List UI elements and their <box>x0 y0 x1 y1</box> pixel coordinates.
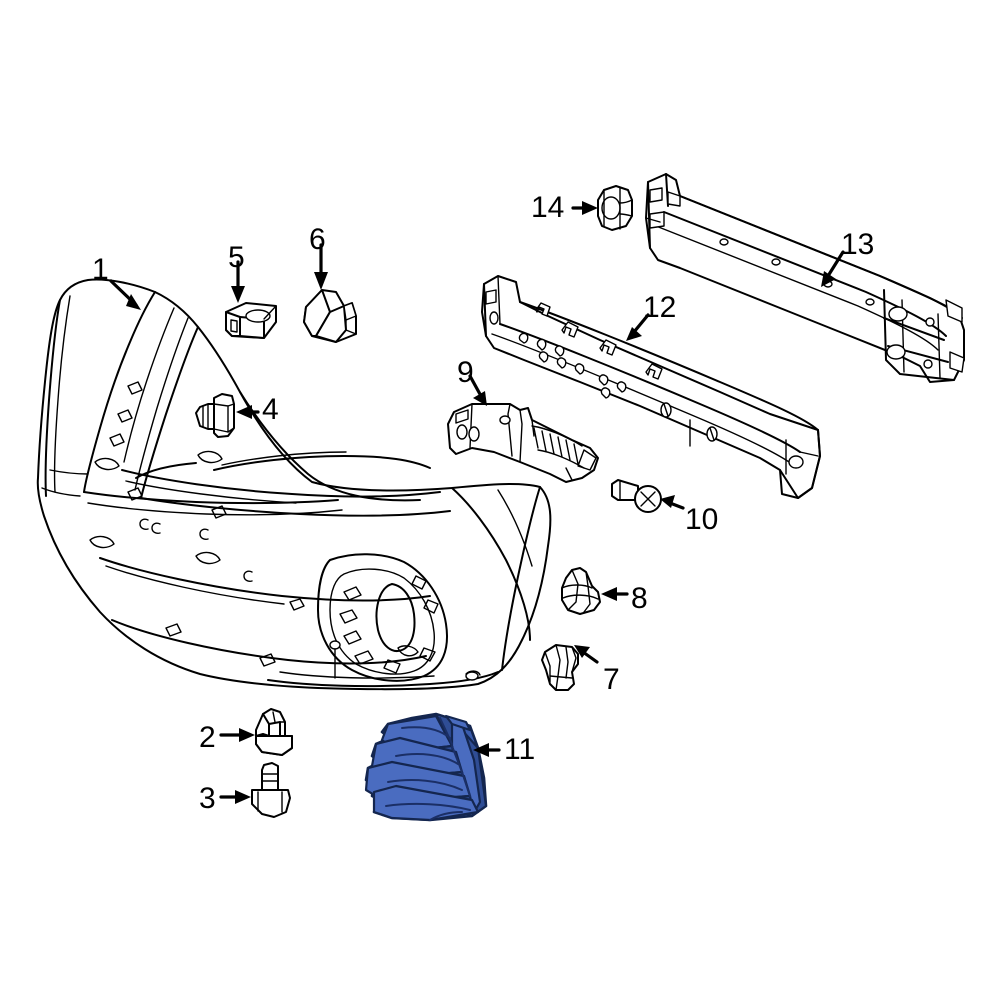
callout-14[interactable]: 14 <box>531 191 565 224</box>
callout-5[interactable]: 5 <box>228 241 245 274</box>
part-10-bracket-bolt[interactable] <box>611 479 662 513</box>
part-7-lower-retainer-clip[interactable] <box>541 644 579 691</box>
part-12-lower-reinforcement-bar[interactable] <box>481 275 821 499</box>
callout-7[interactable]: 7 <box>603 663 620 696</box>
leader-arrows <box>109 201 845 804</box>
part-8-push-pin-grommet[interactable] <box>561 567 601 615</box>
callout-9[interactable]: 9 <box>457 356 474 389</box>
part-5-side-retainer-clip[interactable] <box>225 302 277 339</box>
callout-11[interactable]: 11 <box>504 733 536 766</box>
part-6-bracket-clip[interactable] <box>303 289 357 343</box>
part-3-flange-bolt[interactable] <box>251 762 291 818</box>
callout-2[interactable]: 2 <box>199 721 216 754</box>
callout-1[interactable]: 1 <box>92 253 109 286</box>
part-4-bumper-cover-screw[interactable] <box>195 393 235 438</box>
part-2-retainer-clip[interactable] <box>255 708 293 756</box>
callout-8[interactable]: 8 <box>631 582 648 615</box>
callout-4[interactable]: 4 <box>262 393 279 426</box>
part-11-fog-light-cover-grille[interactable] <box>364 712 488 822</box>
part-13-impact-reinforcement-beam[interactable] <box>645 173 965 383</box>
part-1-front-bumper-cover[interactable] <box>36 278 552 691</box>
callout-12[interactable]: 12 <box>643 291 677 324</box>
callout-3[interactable]: 3 <box>199 782 216 815</box>
callout-6[interactable]: 6 <box>309 223 326 256</box>
part-14-flange-nut[interactable] <box>597 185 633 231</box>
part-9-side-mount-bracket[interactable] <box>447 403 599 483</box>
callout-13[interactable]: 13 <box>841 228 875 261</box>
callout-10[interactable]: 10 <box>685 503 719 536</box>
